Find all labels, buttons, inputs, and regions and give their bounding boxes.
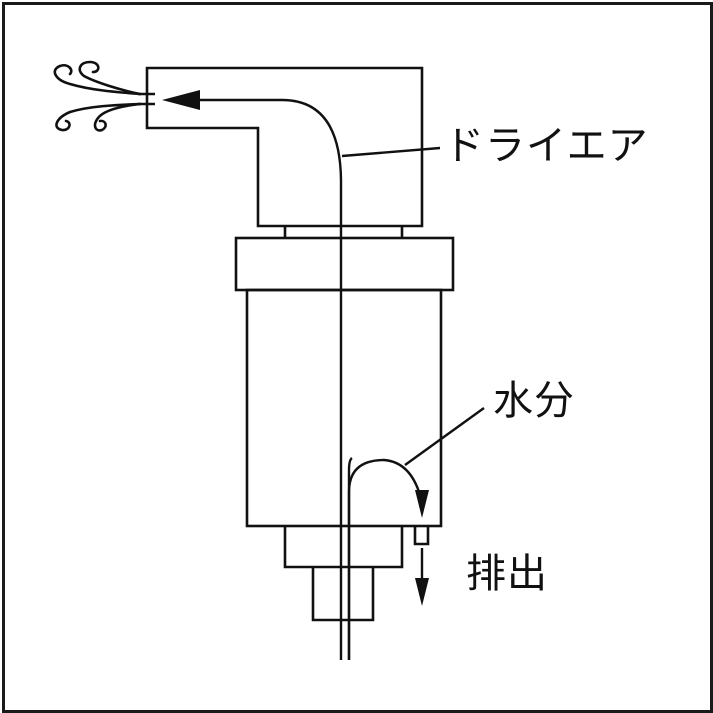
inlet-tube-line: [347, 457, 353, 660]
connector-neck: [283, 226, 404, 238]
moisture-leader-line: [404, 407, 485, 466]
dry-air-arrow-icon: [162, 90, 200, 110]
moisture-label: 水分: [493, 378, 575, 424]
elbow-outlet-head: [145, 66, 424, 228]
dry-air-leader-line: [341, 146, 441, 158]
bottom-fitting-upper: [283, 526, 404, 569]
exhaust-wind-icon: [53, 60, 142, 132]
filter-bowl: [245, 288, 443, 528]
dry-air-label: ドライエア: [444, 123, 649, 169]
bottom-fitting-lower: [311, 567, 375, 622]
drain-port: [413, 526, 430, 546]
moisture-flow-line: [347, 458, 422, 660]
drain-arrow-icon: [415, 578, 429, 606]
drain-label: 排出: [466, 551, 548, 597]
moisture-arrow-icon: [415, 490, 429, 518]
dry-air-flow-line: [200, 98, 343, 660]
cap-ring: [234, 236, 455, 292]
